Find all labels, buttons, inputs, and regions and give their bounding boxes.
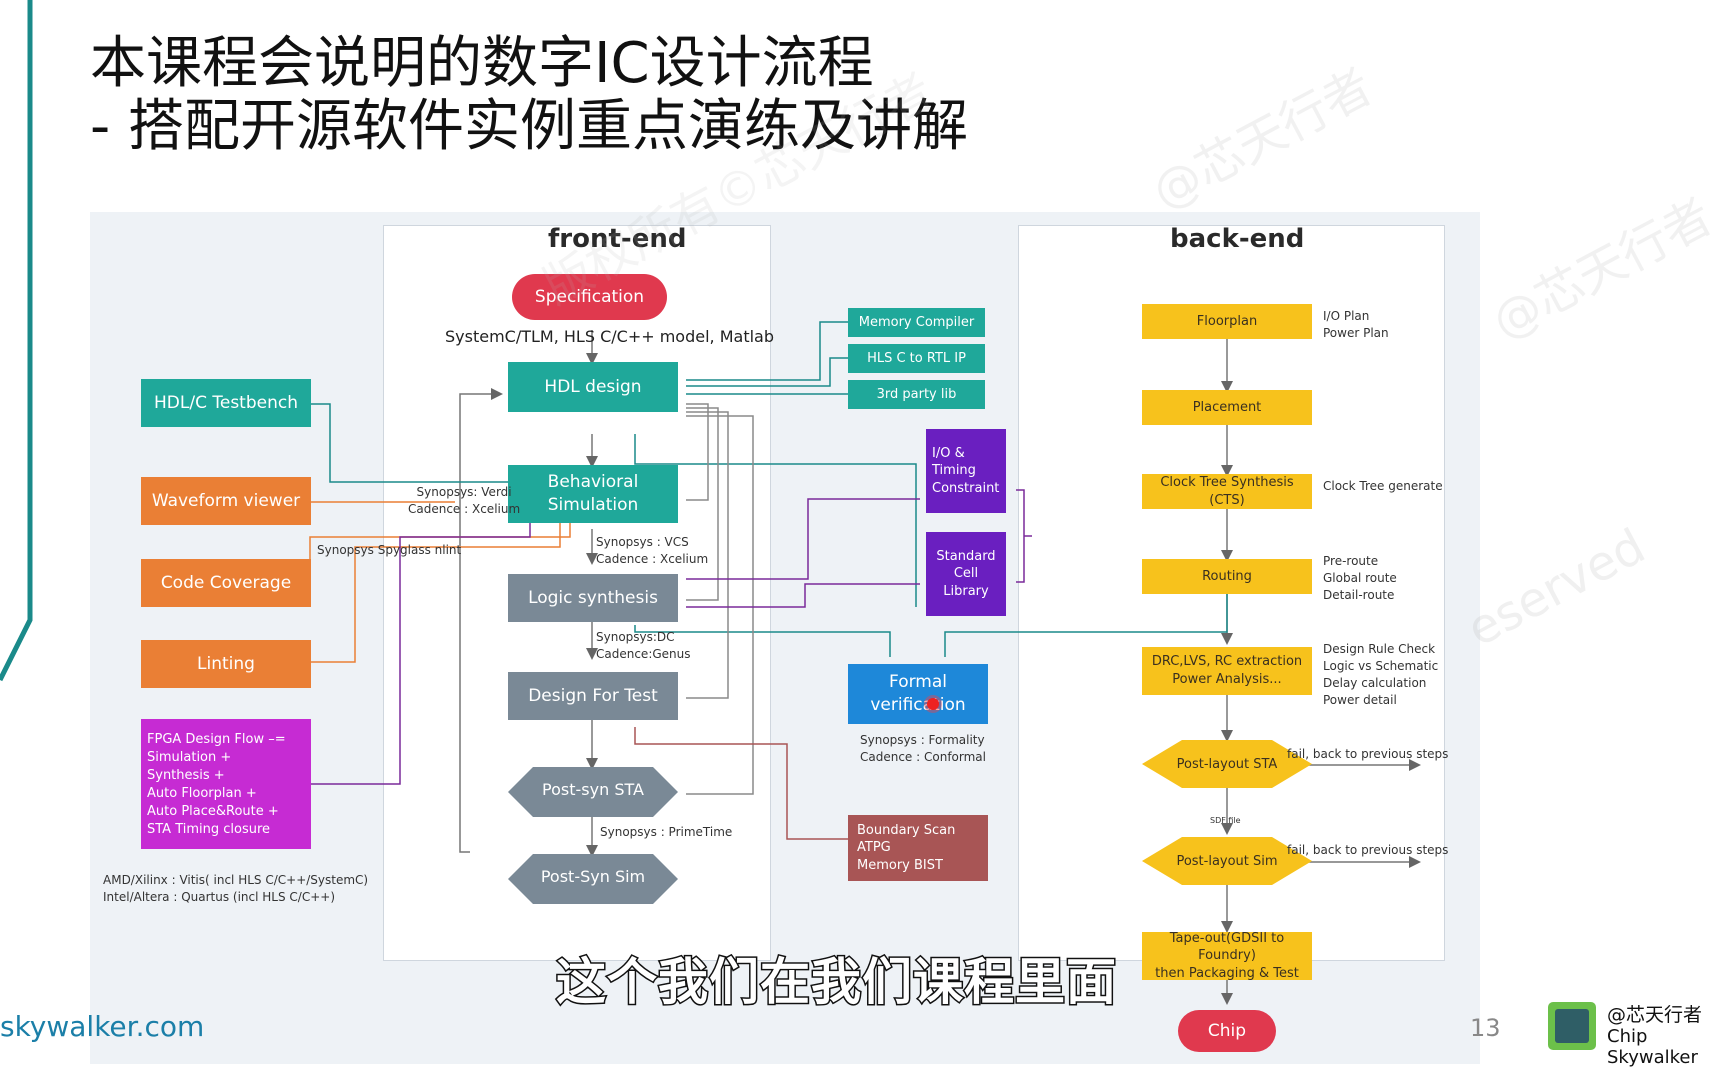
testbench-node[interactable]: HDL/C Testbench xyxy=(141,379,311,427)
dft-node[interactable]: Design For Test xyxy=(508,672,678,720)
cts-node[interactable]: Clock Tree Synthesis (CTS) xyxy=(1142,474,1312,509)
video-subtitle: 这个我们在我们课程里面 xyxy=(555,952,1118,1013)
post-syn-sim-diamond[interactable] xyxy=(508,854,678,904)
linting-node[interactable]: Linting xyxy=(141,640,311,688)
design-flow-diagram: front-end back-end xyxy=(90,212,1480,1064)
third-party-lib-node[interactable]: 3rd party lib xyxy=(848,380,985,409)
page-title-line-1: 本课程会说明的数字IC设计流程 xyxy=(90,31,874,96)
floorplan-node[interactable]: Floorplan xyxy=(1142,304,1312,339)
post-syn-sim-label: Post-Syn Sim xyxy=(540,867,646,886)
hls-node[interactable]: HLS C to RTL IP xyxy=(848,344,985,373)
boundary-scan-node[interactable]: Boundary Scan ATPG Memory BIST xyxy=(848,815,988,881)
specification-node[interactable]: Specification xyxy=(512,274,667,320)
io-timing-constraint-node[interactable]: I/O & Timing Constraint xyxy=(926,429,1006,513)
vcs-note: Synopsys : VCS Cadence : Xcelium xyxy=(596,535,709,566)
drc-lvs-node[interactable]: DRC,LVS, RC extraction Power Analysis... xyxy=(1142,647,1312,695)
placement-node[interactable]: Placement xyxy=(1142,390,1312,425)
verdi-note: Synopsys: Verdi Cadence : Xcelium xyxy=(408,485,521,516)
connector-lines xyxy=(300,321,1421,1005)
post-layout-sta-diamond[interactable] xyxy=(1142,740,1312,788)
watermark: @芯天行者 xyxy=(1143,58,1382,221)
waveform-viewer-node[interactable]: Waveform viewer xyxy=(141,477,311,525)
spec-note: SystemC/TLM, HLS C/C++ model, Matlab xyxy=(445,327,774,346)
fpga-note: AMD/Xilinx : Vitis( incl HLS C/C++/Syste… xyxy=(103,873,369,904)
floorplan-note: I/O Plan Power Plan xyxy=(1323,309,1389,340)
tapeout-node[interactable]: Tape-out(GDSII to Foundry) then Packagin… xyxy=(1142,931,1312,981)
backend-title: back-end xyxy=(1170,224,1305,254)
accent-line xyxy=(0,0,33,682)
footer-site-link[interactable]: skywalker.com xyxy=(0,1010,205,1043)
post-syn-sta-label: Post-syn STA xyxy=(542,780,644,799)
post-layout-sim-label: Post-layout Sim xyxy=(1176,854,1278,869)
logic-synthesis-node[interactable]: Logic synthesis xyxy=(508,574,678,622)
dc-note: Synopsys:DC Cadence:Genus xyxy=(596,630,691,661)
cts-note: Clock Tree generate xyxy=(1323,479,1443,493)
memory-compiler-node[interactable]: Memory Compiler xyxy=(848,308,985,337)
sdf-note: SDF file xyxy=(1210,816,1241,825)
routing-node[interactable]: Routing xyxy=(1142,559,1312,594)
behavioral-simulation-node[interactable]: Behavioral Simulation xyxy=(508,465,678,523)
formal-note: Synopsys : Formality Cadence : Conformal xyxy=(860,733,986,764)
page-title-line-2: - 搭配开源软件实例重点演练及讲解 xyxy=(90,94,969,159)
post-syn-sta-diamond[interactable] xyxy=(508,767,678,817)
drc-note: Design Rule Check Logic vs Schematic Del… xyxy=(1323,642,1439,707)
chip-node[interactable]: Chip xyxy=(1178,1010,1276,1052)
brand-cn: @芯天行者 xyxy=(1607,1004,1703,1026)
page-number: 13 xyxy=(1470,1014,1501,1042)
fail-note-1: fail, back to previous steps xyxy=(1287,747,1449,761)
spyglass-note: Synopsys Spyglass nlint xyxy=(317,543,462,557)
fpga-flow-node[interactable]: FPGA Design Flow –= Simulation + Synthes… xyxy=(141,719,311,849)
post-layout-sim-diamond[interactable] xyxy=(1142,837,1312,885)
formal-verification-node[interactable]: Formal verification xyxy=(848,664,988,724)
code-coverage-node[interactable]: Code Coverage xyxy=(141,559,311,607)
brand-en: Chip Skywalker xyxy=(1607,1026,1698,1068)
cursor-dot-icon xyxy=(927,698,939,710)
chip-logo-icon xyxy=(1548,1002,1596,1050)
watermark: @芯天行者 xyxy=(1483,188,1722,351)
standard-cell-library-node[interactable]: Standard Cell Library xyxy=(926,532,1006,616)
primetime-note: Synopsys : PrimeTime xyxy=(600,825,733,839)
fail-note-2: fail, back to previous steps xyxy=(1287,843,1449,857)
watermark: eserved xyxy=(1458,518,1655,658)
post-layout-sta-label: Post-layout STA xyxy=(1176,757,1278,772)
routing-note: Pre-route Global route Detail-route xyxy=(1323,554,1397,602)
frontend-title: front-end xyxy=(548,224,687,254)
hdl-design-node[interactable]: HDL design xyxy=(508,362,678,412)
